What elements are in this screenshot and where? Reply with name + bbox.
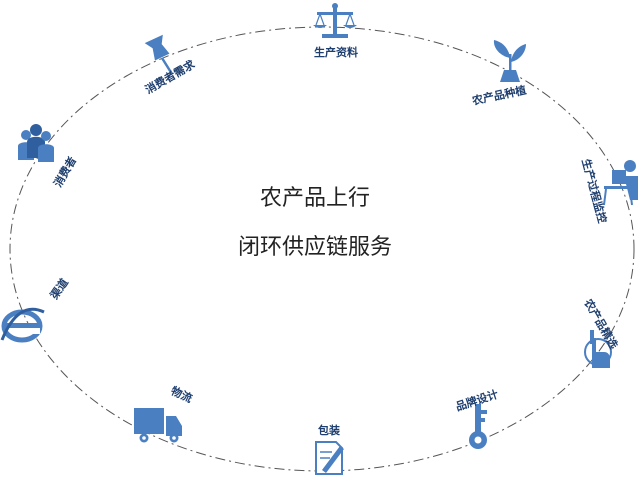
document-pen-icon — [315, 441, 344, 475]
center-title-line1: 农产品上行 — [260, 186, 370, 211]
node-sales: 渠道 — [0, 276, 71, 343]
node-label-sales: 渠道 — [47, 276, 71, 302]
node-packaging: 包装 — [315, 423, 344, 475]
computer-user-icon — [603, 160, 638, 206]
key-icon — [469, 404, 487, 449]
scale-icon — [313, 3, 357, 38]
node-label-selection: 农产品精选 — [581, 296, 621, 351]
node-branding: 品牌设计 — [454, 387, 500, 449]
node-label-planting: 农产品种植 — [470, 83, 528, 108]
people-icon — [18, 124, 54, 162]
node-logistics: 物流 — [134, 383, 195, 443]
hand-pointer-icon — [584, 330, 612, 368]
node-selection: 农产品精选 — [581, 296, 621, 368]
truck-icon — [134, 408, 182, 443]
pushpin-icon — [144, 34, 174, 75]
node-label-packaging: 包装 — [317, 423, 340, 437]
node-label-consumer-demand: 消费者需求 — [143, 56, 198, 96]
node-production-materials: 生产资料 — [313, 3, 358, 59]
node-label-consumers: 消费者 — [50, 154, 79, 190]
center-title-line2: 闭环供应链服务 — [238, 235, 392, 260]
plant-icon — [493, 40, 526, 82]
node-consumers: 消费者 — [18, 124, 79, 190]
browser-e-icon — [0, 307, 45, 343]
node-consumer-demand: 消费者需求 — [143, 34, 198, 97]
node-label-logistics: 物流 — [169, 383, 195, 405]
node-planting: 农产品种植 — [470, 40, 528, 108]
node-label-production-materials: 生产资料 — [314, 45, 358, 59]
node-monitoring: 生产过程监控 — [579, 157, 638, 225]
